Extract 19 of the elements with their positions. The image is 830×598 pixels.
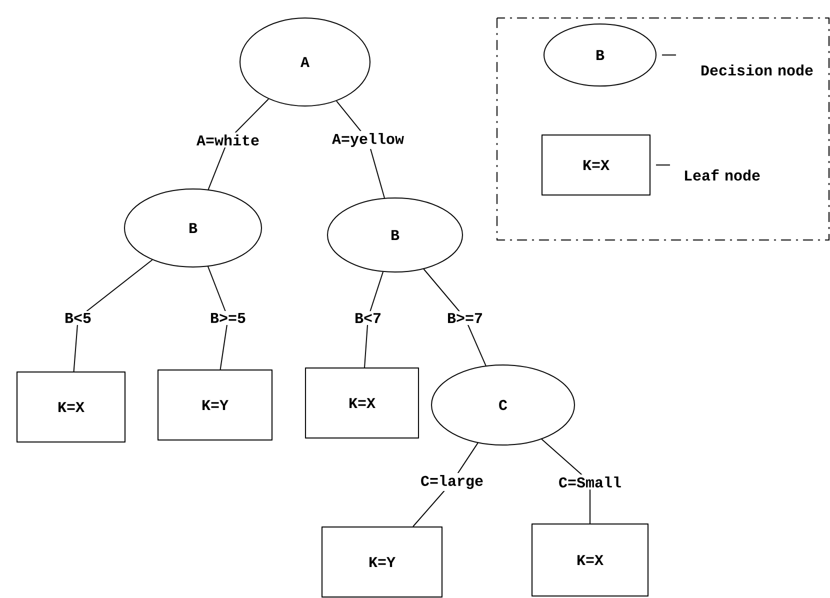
edge-label: A=yellow [330,131,406,149]
edge-label: B>=5 [208,311,248,326]
leaf-box: K=X [305,368,419,438]
edge [73,259,153,372]
edge-label: C=Small [556,474,624,490]
leaf-box: K=Y [322,526,442,598]
legend-sample: K=X [542,134,650,196]
leaf-box: K=X [16,372,126,442]
edge-label: A=white [194,132,262,148]
legend-sample: B [544,24,656,86]
legend-text: Leaf node [685,169,760,181]
edge-label: B>=7 [445,311,485,325]
edge [208,266,229,370]
leaf-box: K=Y [158,370,272,440]
legend-text: Decision node [701,64,813,76]
edge-label: B<5 [62,311,94,326]
leaf-box: K=X [532,524,648,596]
edge-label: C=large [418,472,486,492]
edge-label: B<7 [352,311,384,325]
